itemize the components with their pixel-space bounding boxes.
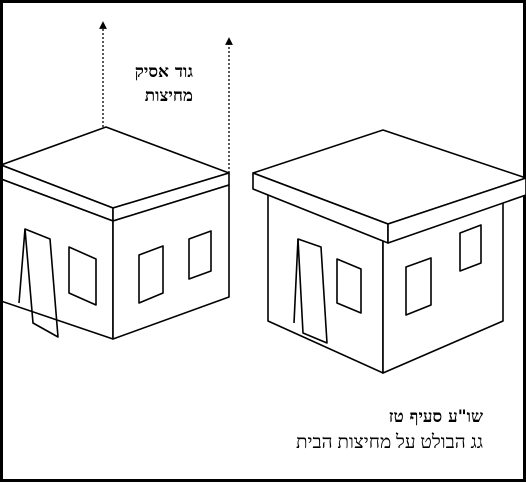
right-house-window-3: [460, 225, 481, 271]
left-house: [3, 127, 229, 339]
left-house-window-3: [189, 231, 211, 279]
right-house-window-2: [406, 258, 431, 315]
left-house-window-2: [139, 246, 163, 303]
caption: גג הבולט על מחיצות הבית: [296, 432, 483, 454]
right-house-window-1: [337, 259, 361, 313]
right-house: [253, 130, 526, 373]
source-citation: שו"ע סעיף טז: [389, 406, 483, 428]
mechitzot-label: מחיצות: [145, 85, 193, 107]
gud-asik-label: גוד אסיק: [135, 61, 193, 83]
